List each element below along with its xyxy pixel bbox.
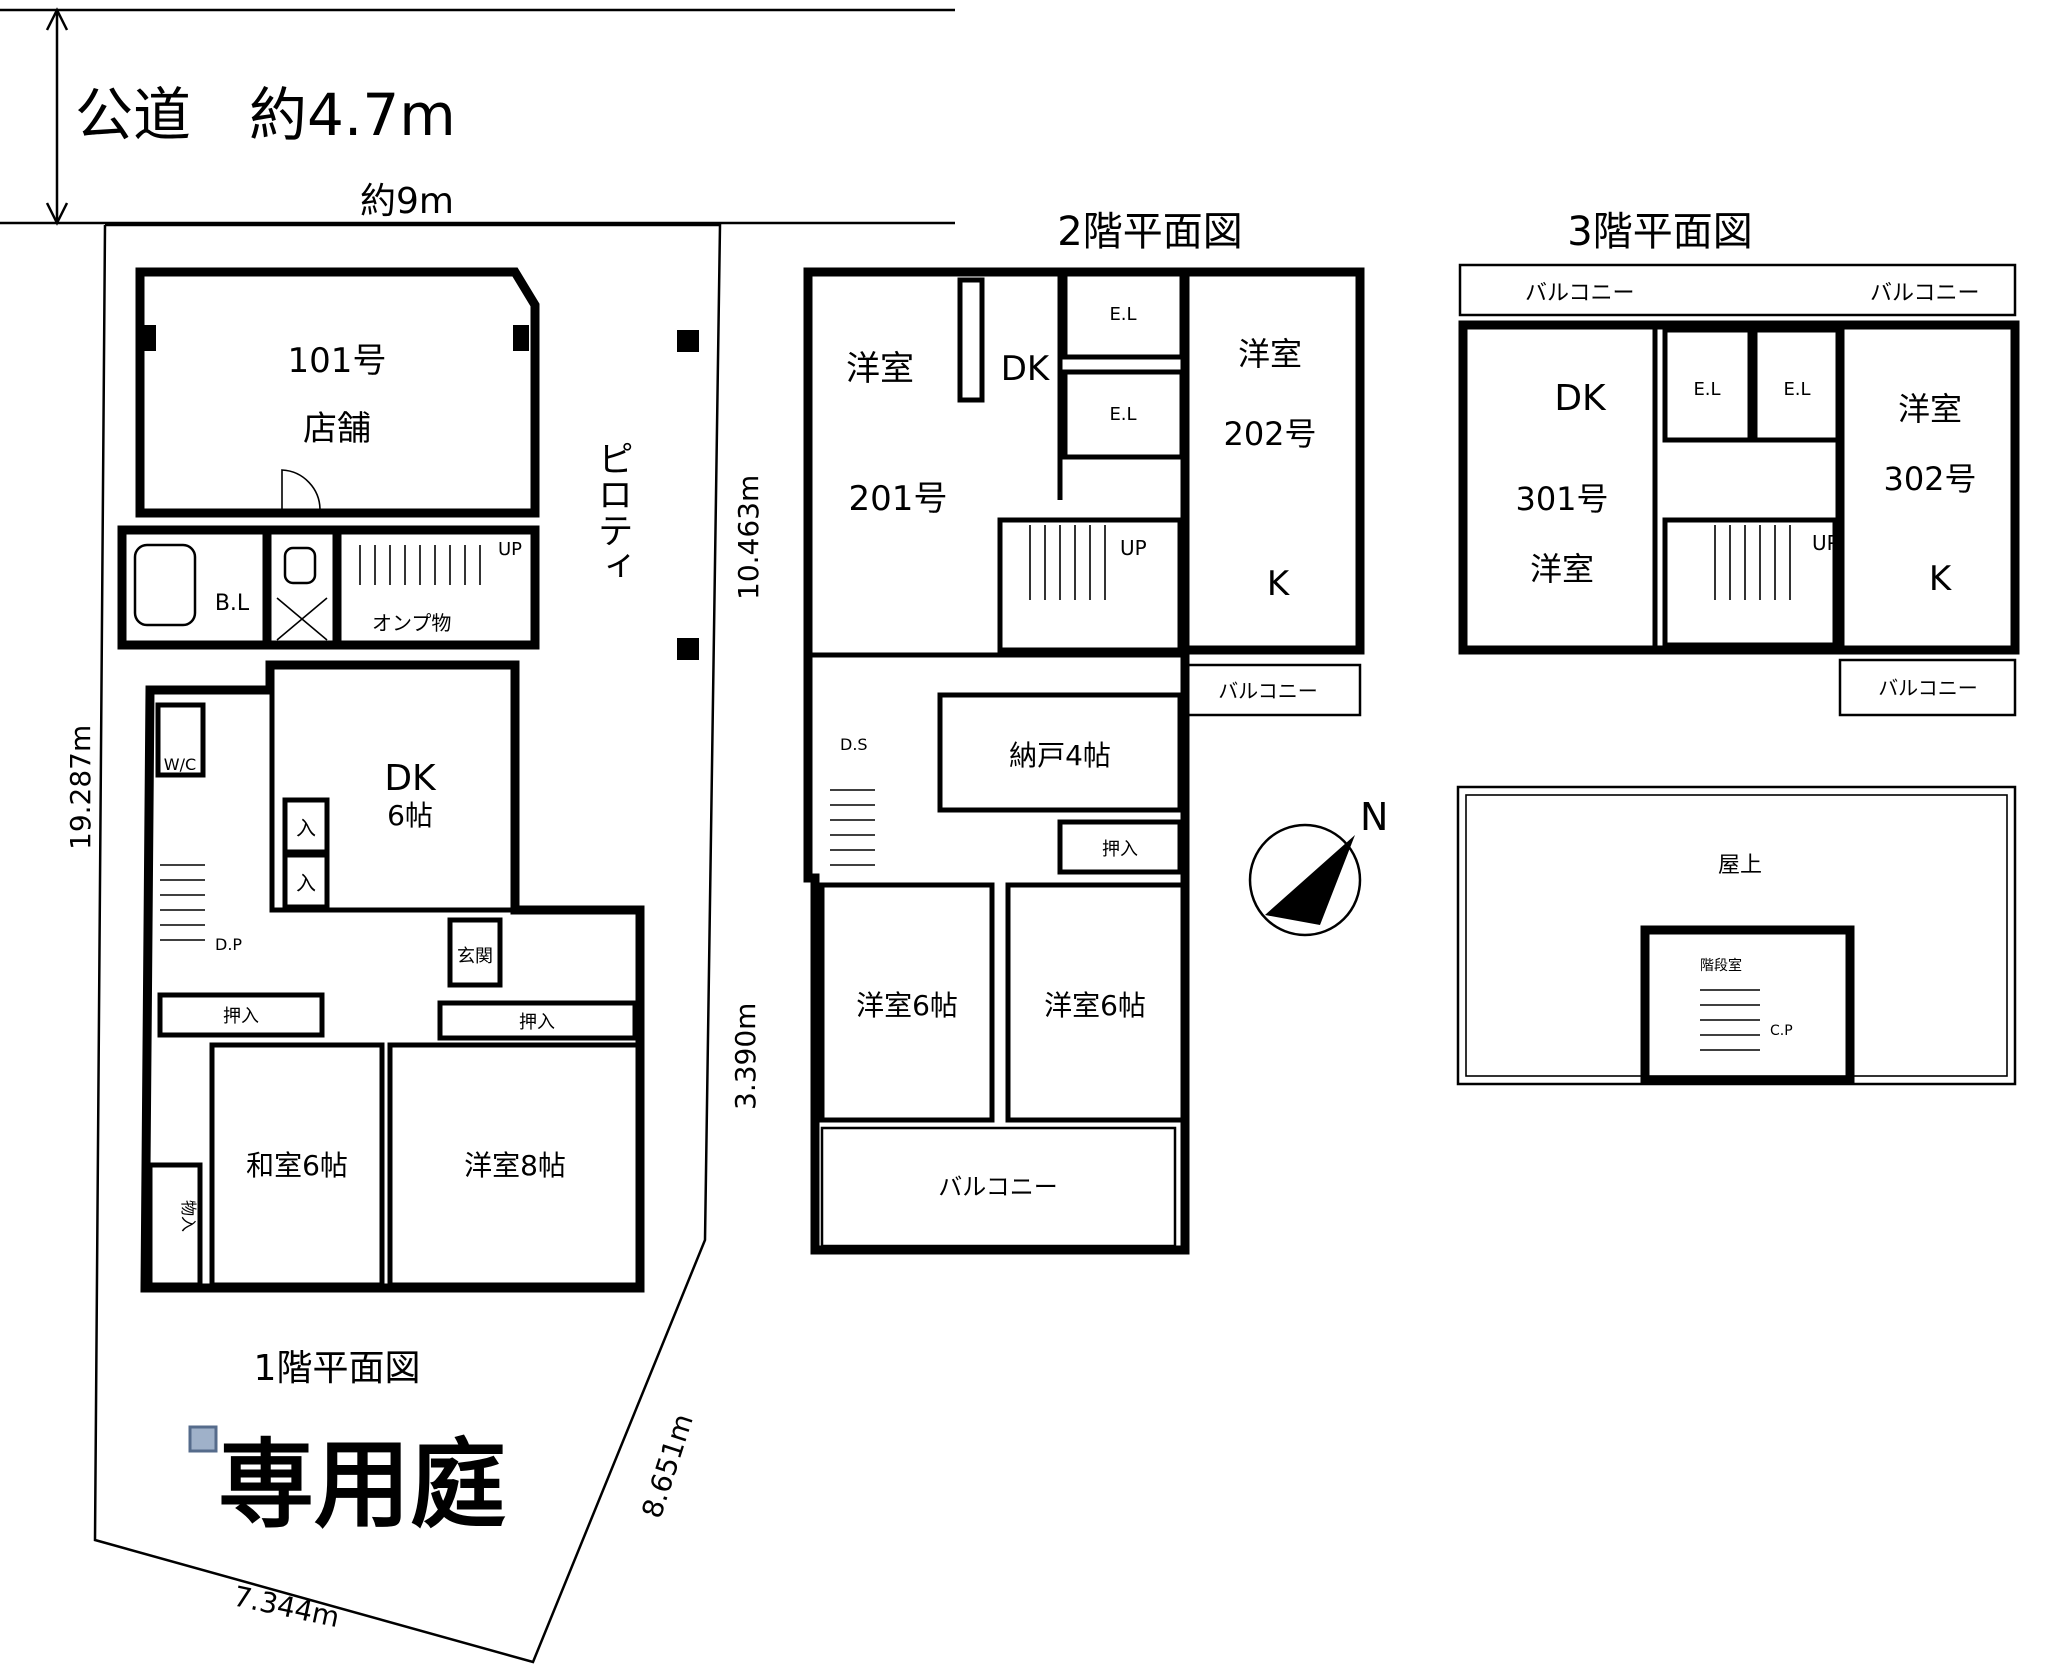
site-dimensions: 公道 約4.7m 約9m — [0, 7, 955, 226]
roof-label: 屋上 — [1718, 853, 1762, 878]
f1-wc: W/C — [164, 755, 196, 774]
f2-k: K — [1267, 564, 1291, 604]
f2-r201-room: 洋室 — [846, 349, 914, 389]
dim-left: 19.287m — [64, 725, 97, 850]
f3-r302-no: 302号 — [1883, 460, 1976, 498]
dim-diagonal: 8.651m — [635, 1410, 700, 1522]
north-label: N — [1360, 795, 1388, 839]
garden-label: 専用庭 — [218, 1429, 506, 1541]
f1-dk-size: 6帖 — [387, 799, 433, 832]
f1-oshop: オンプ物 — [372, 611, 451, 635]
floor3-title: 3階平面図 — [1567, 209, 1752, 255]
f3-balc-bottom: バルコニー — [1878, 676, 1978, 700]
garden-marker — [188, 1425, 218, 1453]
f2-ds: D.S — [840, 735, 868, 754]
f2-r202-no: 202号 — [1223, 415, 1316, 453]
lot-boundary — [93, 223, 722, 1664]
f2-el2: E.L — [1109, 404, 1136, 425]
f3-r301-no: 301号 — [1515, 480, 1608, 518]
f3-balc-right: バルコニー — [1870, 281, 1980, 306]
f3-dk: DK — [1554, 378, 1607, 419]
f2-balcony: バルコニー — [938, 1173, 1058, 1201]
f1-ir1: 入 — [296, 816, 316, 840]
f2-r201-no: 201号 — [849, 479, 948, 519]
f3-el1: E.L — [1693, 379, 1720, 400]
f1-closet: 物入 — [179, 1200, 198, 1232]
frontage-dim: 約9m — [360, 181, 454, 222]
f2-storage: 納戸4帖 — [1009, 739, 1111, 772]
f1-room-j: 和室6帖 — [246, 1149, 348, 1182]
roof-stair: 階段室 — [1700, 957, 1742, 974]
f2-oshiire: 押入 — [1102, 839, 1138, 860]
road-label: 公道 約4.7m — [75, 81, 456, 149]
floor2-plan: 2階平面図 E.L E.L 洋室 DK 201号 洋室 202号 K UP バル… — [803, 209, 1365, 1255]
pilotis-label: ピロティ — [592, 440, 633, 584]
north-compass: N — [1248, 795, 1388, 937]
f2-up: UP — [1120, 536, 1147, 560]
f2-el1: E.L — [1109, 304, 1136, 325]
dim-bottom: 7.344m — [231, 1580, 343, 1635]
f1-dp: D.P — [215, 935, 242, 954]
f3-el2: E.L — [1783, 379, 1810, 400]
f1-stair-up: UP — [498, 539, 522, 560]
f2-room-a: 洋室6帖 — [856, 989, 958, 1022]
f2-r201-dk: DK — [1001, 349, 1051, 389]
f3-room-r: 洋室 — [1898, 390, 1962, 428]
dim-right-lower: 3.390m — [729, 1003, 762, 1110]
f1-room-w: 洋室8帖 — [464, 1149, 566, 1182]
f1-dk: DK — [384, 758, 437, 799]
f1-ir2: 入 — [296, 871, 316, 895]
f1-oshiire-b: 押入 — [519, 1012, 555, 1033]
dim-right-upper: 10.463m — [732, 475, 765, 600]
f1-shop-no: 101号 — [288, 341, 387, 381]
f1-shop: 店舗 — [303, 409, 371, 449]
f1-bath: B.L — [215, 591, 250, 616]
floor3-plan: 3階平面図 バルコニー バルコニー E.L E.L DK 301号 洋室 洋室 … — [1458, 209, 2020, 717]
floor2-title: 2階平面図 — [1057, 209, 1242, 255]
f3-k: K — [1929, 559, 1953, 599]
f3-up: UP — [1812, 531, 1839, 555]
floor1-title: 1階平面図 — [254, 1348, 421, 1389]
f2-room-b: 洋室6帖 — [1044, 989, 1146, 1022]
f1-oshiire-a: 押入 — [223, 1006, 259, 1027]
floor1-plan: 101号 店舗 B.L UP オンプ物 DK 6帖 入 入 W/C — [117, 267, 645, 1389]
f2-r202-room: 洋室 — [1238, 335, 1302, 373]
f1-hall: 玄関 — [457, 946, 493, 967]
roof-plan: 屋上 階段室 C.P — [1456, 785, 2017, 1086]
f3-balc-left: バルコニー — [1525, 281, 1635, 306]
f2-balcony-side: バルコニー — [1218, 679, 1318, 703]
f3-r301-room: 洋室 — [1530, 550, 1594, 588]
roof-cp: C.P — [1770, 1023, 1793, 1039]
